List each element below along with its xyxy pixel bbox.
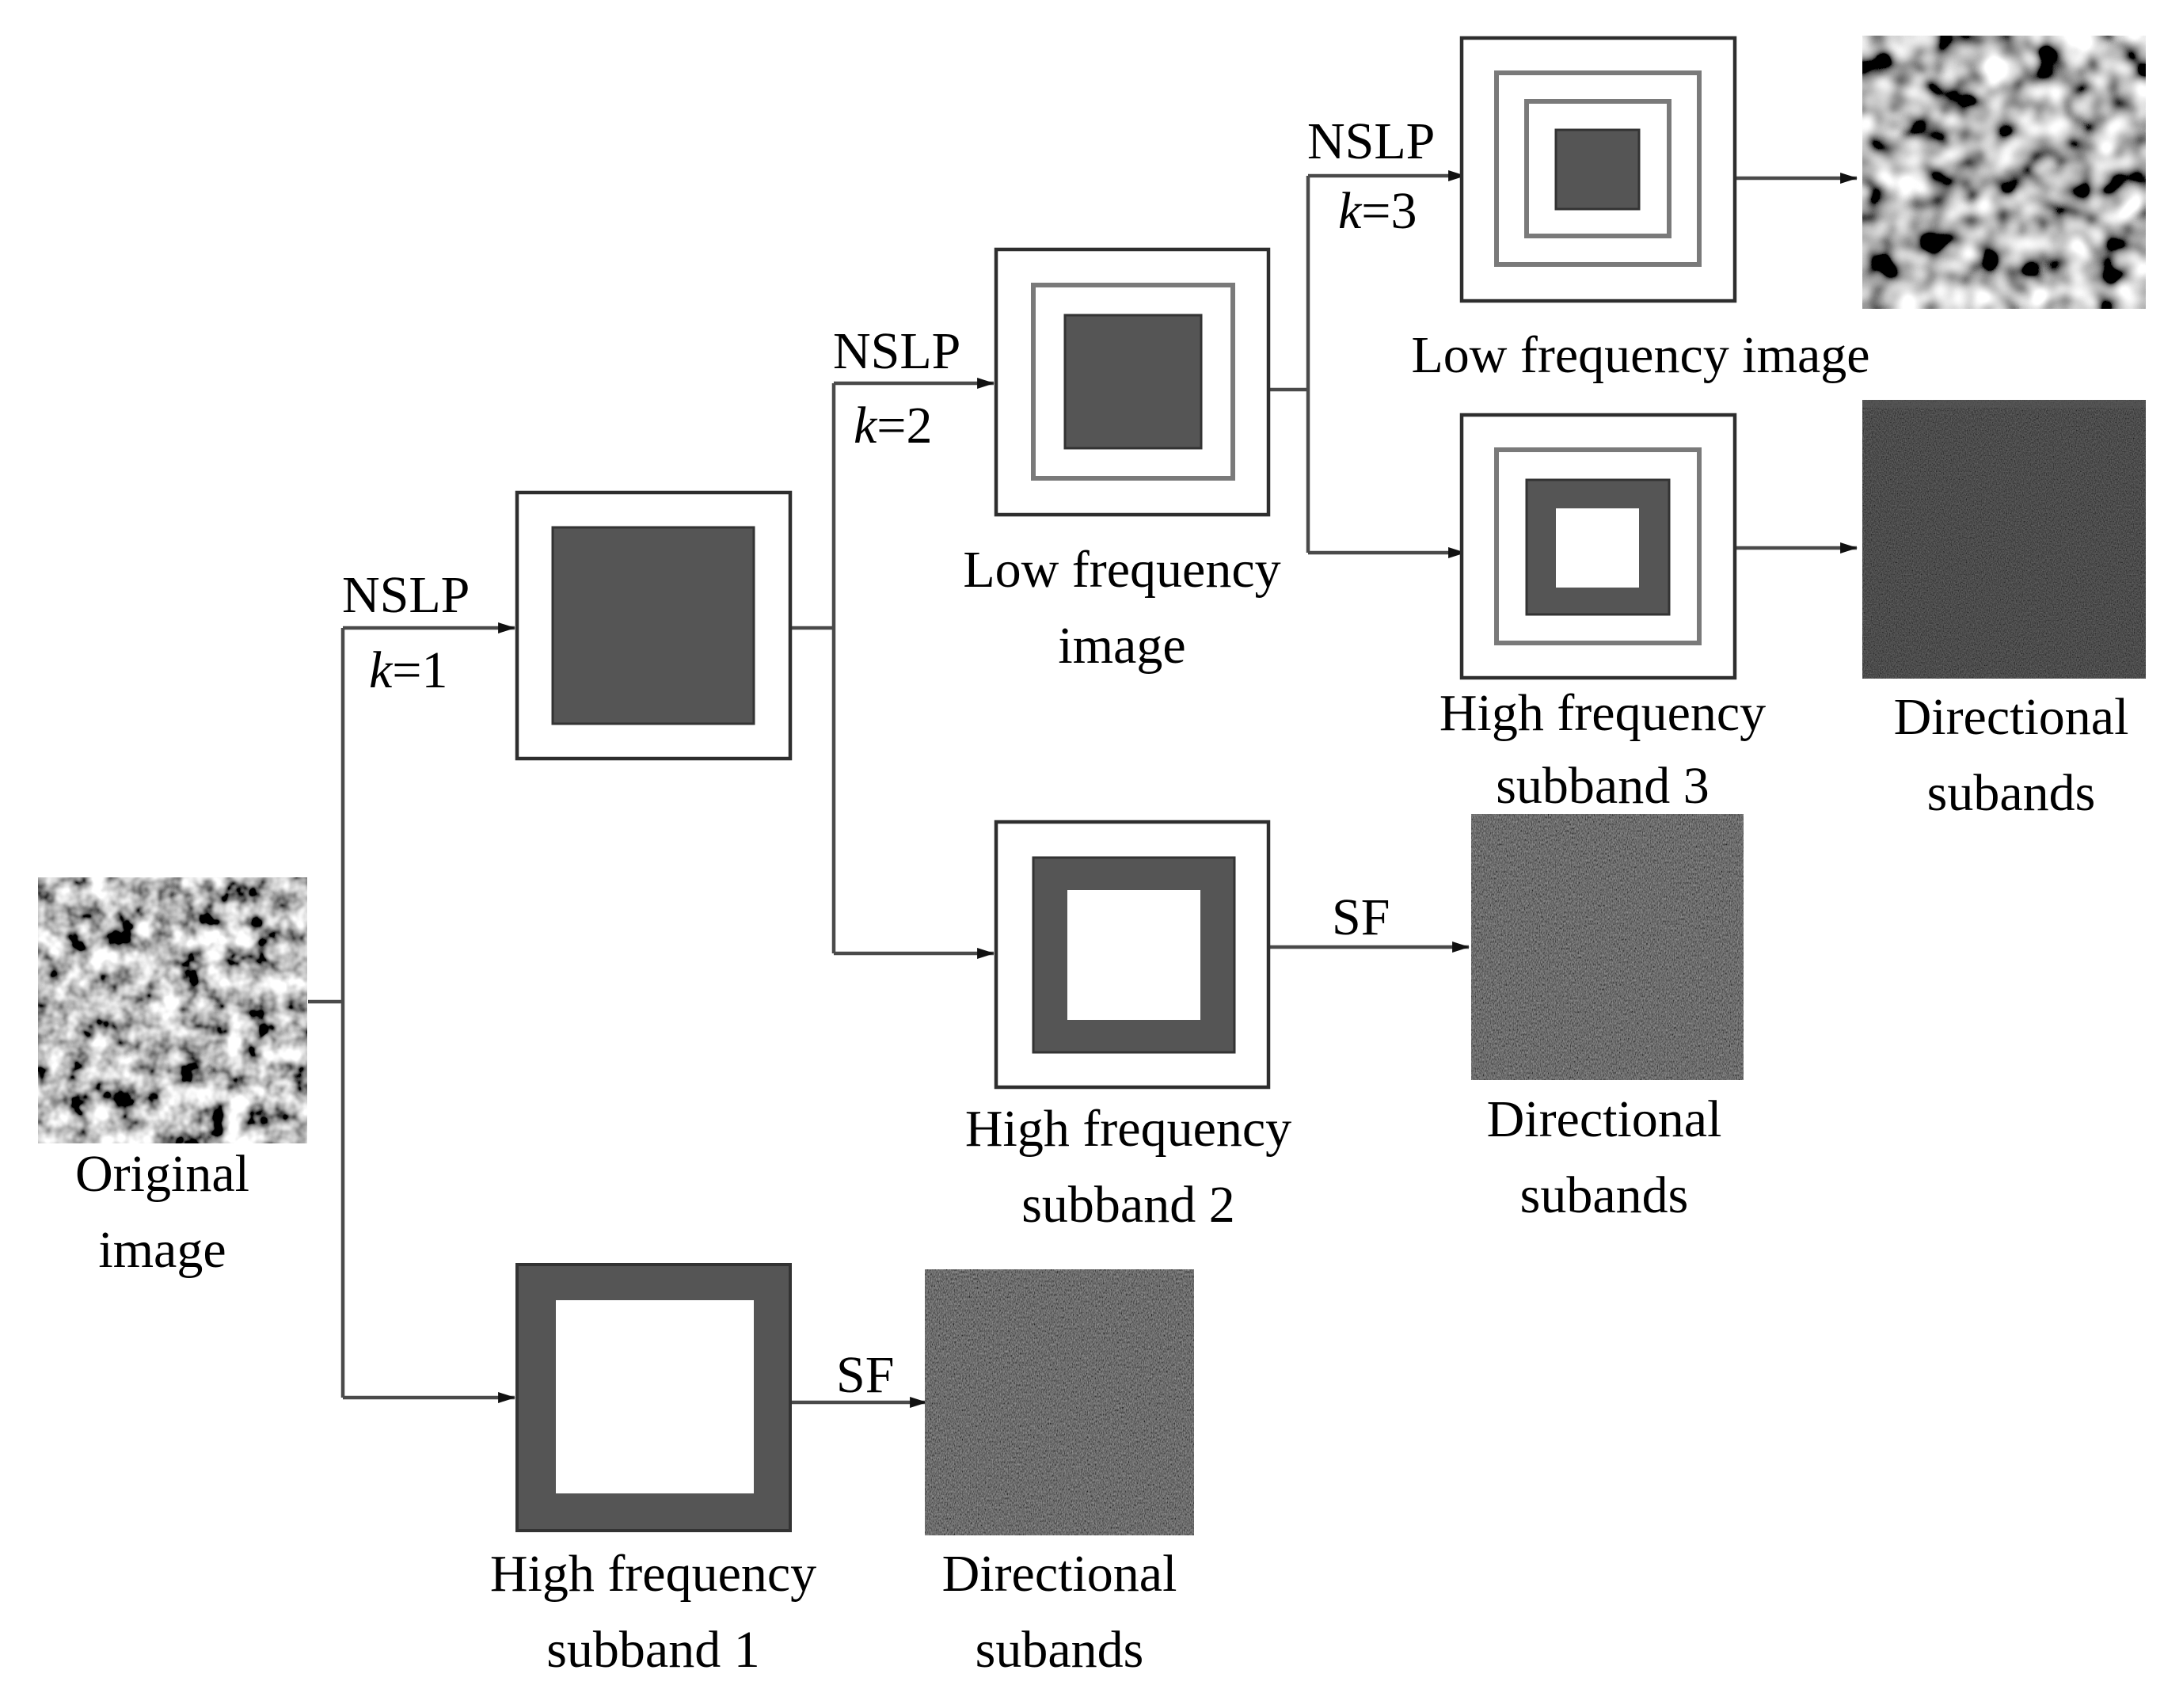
directional-subbands-2-image [1471, 814, 1744, 1080]
sf-label-stage2: SF [1332, 888, 1390, 946]
k-label-k3: k=3 [1338, 182, 1417, 240]
high-subband-3-label-line2: subband 3 [1496, 757, 1709, 815]
directional-subbands-3-label-line1: Directional [1894, 688, 2129, 746]
original-label-line2: image [98, 1221, 226, 1279]
high-subband-1-block [515, 1263, 792, 1532]
low-frequency-output-image [1862, 36, 2146, 309]
directional-subbands-1-label-line1: Directional [942, 1545, 1177, 1603]
directional-subbands-1-image [925, 1269, 1194, 1535]
original-image [38, 877, 307, 1143]
k-label-k1: k=1 [369, 641, 448, 699]
k-label-k2: k=2 [854, 397, 933, 455]
high-subband-2-block [994, 820, 1271, 1090]
sf-label-stage1: SF [836, 1346, 894, 1404]
high-subband-1-label-line1: High frequency [490, 1545, 816, 1603]
low-frequency-image-2-label-line1: Low frequency [963, 541, 1280, 599]
high-subband-3-label-line1: High frequency [1439, 684, 1766, 742]
nslp-label-k1: NSLP [342, 566, 470, 624]
directional-subbands-2-label-line2: subands [1520, 1166, 1689, 1224]
high-subband-1-label-line2: subband 1 [546, 1621, 759, 1679]
directional-subbands-1-label-line2: subands [976, 1621, 1144, 1679]
nslp-label-k2: NSLP [833, 322, 960, 380]
low-frequency-image-2-block [994, 247, 1271, 517]
original-label-line1: Original [75, 1145, 249, 1203]
low-frequency-image-2-label-line2: image [1058, 617, 1185, 675]
high-subband-2-label-line1: High frequency [965, 1100, 1291, 1158]
high-subband-2-label-line2: subband 2 [1021, 1176, 1234, 1234]
nslp-label-k3: NSLP [1307, 112, 1435, 170]
high-subband-3-block [1459, 413, 1737, 680]
nslp-level1-block [515, 490, 793, 761]
connectors [308, 170, 1858, 1408]
low-frequency-image-3-block [1459, 36, 1737, 303]
directional-subbands-2-label-line1: Directional [1487, 1090, 1722, 1148]
directional-subbands-3-label-line2: subands [1927, 764, 2096, 822]
directional-subbands-3-image [1862, 400, 2146, 679]
low-frequency-image-3-label: Low frequency image [1411, 326, 1869, 384]
